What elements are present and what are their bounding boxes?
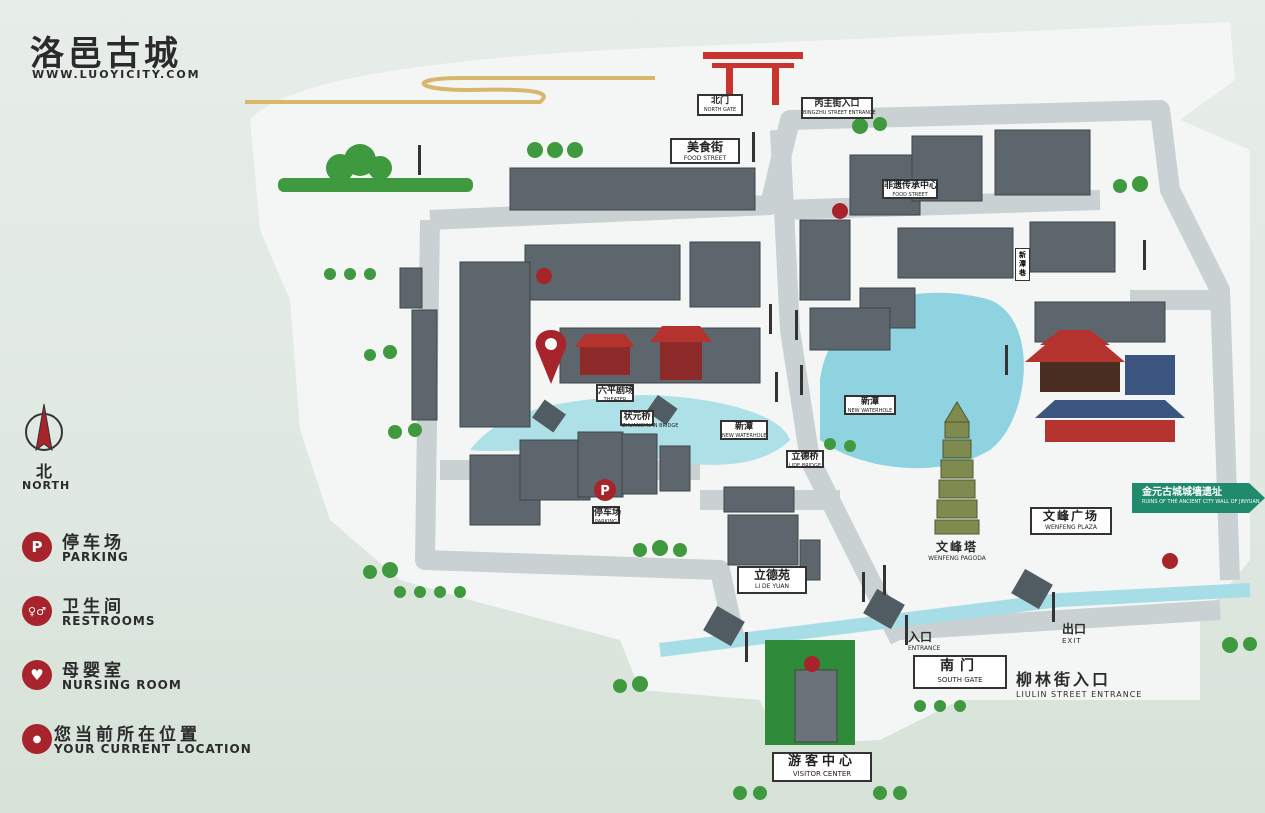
legend-item-nursing-room: ♥ 母婴室 NURSING ROOM <box>18 656 278 720</box>
legend-label-en: PARKING <box>62 550 129 564</box>
svg-text:P: P <box>600 484 610 499</box>
brand-title: 洛邑古城 <box>30 34 182 74</box>
legend-label-zh: 您当前所在位置 <box>54 725 201 745</box>
restroom-icon: ♀♂ <box>22 596 52 626</box>
label-exit: 出口 EXIT <box>1062 622 1087 645</box>
restroom-marker <box>832 203 848 219</box>
visitor-center-building <box>794 669 838 743</box>
brand-url: WWW.LUOYICITY.COM <box>32 68 201 81</box>
label-wenfeng-pagoda: 文峰塔 WENFENG PAGODA <box>928 540 986 562</box>
current-location-marker <box>535 330 567 384</box>
buildings <box>399 129 1166 581</box>
temple-complex <box>1025 330 1185 442</box>
central-temple <box>575 326 712 380</box>
legend-label-zh: 卫生间 <box>62 597 125 617</box>
restroom-marker <box>536 268 552 284</box>
legend-label-en: YOUR CURRENT LOCATION <box>54 742 252 756</box>
legend-label-en: RESTROOMS <box>62 614 156 628</box>
street-lamps <box>418 132 1146 662</box>
legend-item-parking: P 停车场 PARKING <box>18 528 278 592</box>
parking-marker: P <box>594 479 616 501</box>
legend-item-restrooms: ♀♂ 卫生间 RESTROOMS <box>18 592 278 656</box>
north-arrow-icon <box>25 403 63 452</box>
decorative-ribbon <box>245 76 655 104</box>
compass-label-en: NORTH <box>22 479 71 492</box>
legend-item-current-location: ● 您当前所在位置 YOUR CURRENT LOCATION <box>18 720 278 784</box>
label-entrance: 入口 ENTRANCE <box>908 630 941 652</box>
nursing-room-icon: ♥ <box>22 660 52 690</box>
restroom-marker <box>1162 553 1178 569</box>
legend-label-zh: 母婴室 <box>62 661 125 681</box>
river <box>659 583 1251 657</box>
legend: P 停车场 PARKING ♀♂ 卫生间 RESTROOMS ♥ 母婴室 NUR… <box>18 528 278 784</box>
bridges <box>532 394 1053 647</box>
current-location-icon: ● <box>22 724 52 754</box>
restroom-marker <box>804 656 820 672</box>
label-liulin-street-entrance: 柳林街入口 LIULIN STREET ENTRANCE <box>1016 670 1143 699</box>
sign-xintan-lane: 新潭巷 <box>1015 248 1030 281</box>
legend-label-en: NURSING ROOM <box>62 678 182 692</box>
compass-label-zh: 北 <box>36 462 53 481</box>
wenfeng-pagoda-drawing <box>934 401 980 535</box>
parking-icon: P <box>22 532 52 562</box>
north-gate-arch <box>703 52 803 105</box>
legend-label-zh: 停车场 <box>62 533 125 553</box>
